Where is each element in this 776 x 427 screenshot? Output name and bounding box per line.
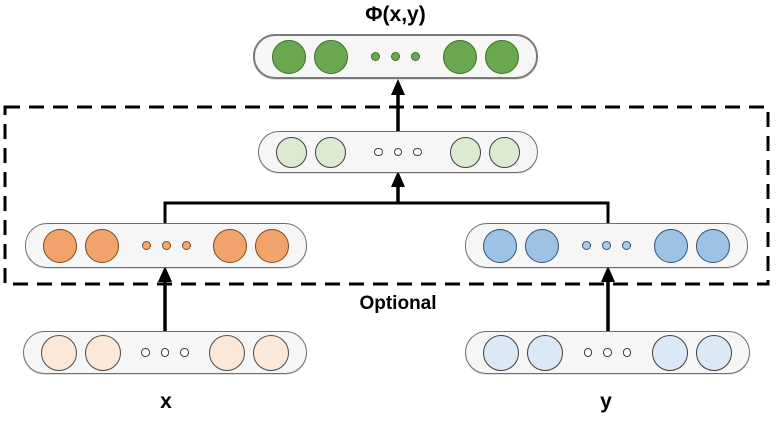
neuron-circle xyxy=(85,334,121,371)
neuron-circle xyxy=(255,228,289,263)
neuron-circle xyxy=(483,228,517,263)
circle-group xyxy=(483,334,563,371)
neuron-circle xyxy=(43,228,77,263)
circle-group xyxy=(652,334,732,371)
ellipsis-dot xyxy=(161,241,171,250)
circle-group xyxy=(374,147,422,157)
neuron-circle xyxy=(527,334,563,371)
arrowhead-x-to-hidden xyxy=(158,266,172,282)
neuron-circle xyxy=(276,136,307,168)
ellipsis-dot xyxy=(374,147,383,157)
ellipsis-dot xyxy=(411,52,420,61)
y-hidden-layer xyxy=(465,223,748,268)
ellipsis-dot xyxy=(181,241,191,250)
x-input-label: x xyxy=(160,390,172,413)
neuron-circle xyxy=(525,228,559,263)
circle-group xyxy=(371,52,420,61)
ellipsis-dot xyxy=(393,147,403,157)
neuron-circle xyxy=(314,39,348,74)
arrowhead-joint-to-output xyxy=(391,79,405,95)
x-hidden-layer xyxy=(25,223,307,268)
neuron-circle xyxy=(483,334,519,371)
output-layer xyxy=(253,34,538,79)
ellipsis-dot xyxy=(141,241,151,250)
circle-group xyxy=(141,241,191,250)
neuron-circle xyxy=(696,228,730,263)
ellipsis-dot xyxy=(582,241,591,250)
ellipsis-dot xyxy=(160,348,170,357)
circle-group xyxy=(43,228,119,263)
circle-group xyxy=(276,136,346,168)
circle-group xyxy=(483,228,559,263)
neuron-circle xyxy=(489,136,520,168)
neuron-circle xyxy=(213,228,247,263)
arrowhead-y-to-hidden xyxy=(601,266,615,282)
ellipsis-dot xyxy=(603,348,612,357)
merge-connector-line xyxy=(163,201,610,223)
ellipsis-dot xyxy=(602,241,611,250)
neuron-circle xyxy=(41,334,77,371)
circle-group xyxy=(272,39,348,74)
neuron-circle xyxy=(272,39,306,74)
ellipsis-dot xyxy=(583,348,593,357)
output-function-label: Φ(x,y) xyxy=(365,3,426,26)
ellipsis-dot xyxy=(622,241,631,250)
neuron-circle xyxy=(209,334,245,371)
circle-group xyxy=(654,228,730,263)
ellipsis-dot xyxy=(413,147,422,157)
optional-label: Optional xyxy=(359,293,437,314)
circle-group xyxy=(450,136,520,168)
ellipsis-dot xyxy=(622,348,632,357)
neuron-circle xyxy=(450,136,481,168)
circle-group xyxy=(209,334,289,371)
arrowhead-merge-to-joint xyxy=(391,171,405,187)
neuron-circle xyxy=(443,39,477,74)
neuron-circle xyxy=(654,228,688,263)
circle-group xyxy=(583,348,632,357)
neuron-circle xyxy=(315,136,346,168)
ellipsis-dot xyxy=(141,348,150,357)
x-input-layer xyxy=(23,331,307,374)
y-input-layer xyxy=(465,331,750,374)
neuron-circle xyxy=(696,334,732,371)
circle-group xyxy=(582,241,631,250)
y-input-label: y xyxy=(600,390,612,413)
ellipsis-dot xyxy=(391,52,400,61)
joint-hidden-layer xyxy=(258,131,538,173)
circle-group xyxy=(41,334,121,371)
ellipsis-dot xyxy=(180,348,189,357)
circle-group xyxy=(443,39,519,74)
circle-group xyxy=(141,348,189,357)
neuron-circle xyxy=(485,39,519,74)
circle-group xyxy=(213,228,289,263)
neuron-circle xyxy=(652,334,688,371)
neuron-circle xyxy=(253,334,289,371)
ellipsis-dot xyxy=(371,52,380,61)
neuron-circle xyxy=(85,228,119,263)
